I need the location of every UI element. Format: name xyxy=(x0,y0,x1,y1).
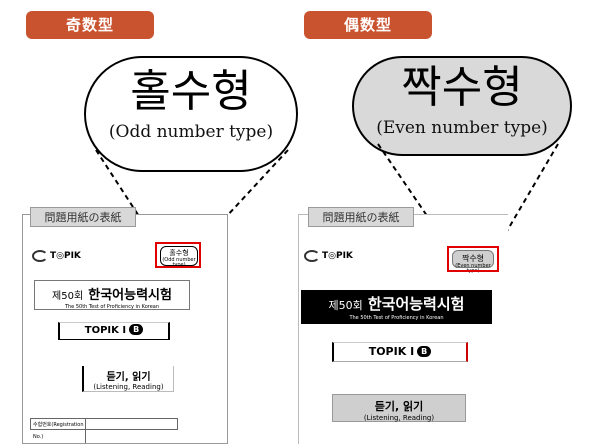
odd-stamp-sublabel: (Odd number type) xyxy=(162,257,196,268)
even-type-label-english: (Even number type) xyxy=(376,118,548,138)
test-name-english: The 50th Test of Proficiency in Korean xyxy=(64,304,160,310)
even-stamp-highlight xyxy=(447,246,499,272)
test-name-english: The 50th Test of Proficiency in Korean xyxy=(349,315,444,321)
topik-logo-text: T◎PIK xyxy=(322,251,353,261)
subject-english: (Listening, Reading) xyxy=(363,414,435,422)
subject-korean: 듣기, 읽기 xyxy=(106,372,151,383)
level-badge: B xyxy=(417,346,432,357)
even-subject-box: 듣기, 읽기 (Listening, Reading) xyxy=(332,394,466,422)
odd-type-label-english: (Odd number type) xyxy=(108,122,274,142)
even-stamp-label: 짝수형 xyxy=(461,254,485,263)
odd-section-label: 問題用紙の表紙 xyxy=(30,207,136,227)
odd-type-tag: 奇数型 xyxy=(26,11,154,39)
even-section-label: 問題用紙の表紙 xyxy=(308,207,414,227)
even-test-title: 제50회 한국어능력시험 The 50th Test of Proficienc… xyxy=(301,290,492,324)
odd-stamp-label: 홀수형 xyxy=(169,249,189,257)
test-name: 한국어능력시험 xyxy=(88,288,172,303)
test-round: 제50회 xyxy=(52,291,84,302)
subject-korean: 듣기, 읽기 xyxy=(374,400,424,413)
level-label: TOPIK Ⅰ xyxy=(368,345,415,358)
odd-topik-logo: T◎PIK xyxy=(32,250,81,262)
even-type-tag: 偶数型 xyxy=(304,11,432,39)
odd-type-stamp: 홀수형 (Odd number type) xyxy=(160,246,198,268)
test-round: 제50회 xyxy=(328,299,363,312)
odd-subject-box: 듣기, 읽기 (Listening, Reading) xyxy=(82,366,174,392)
even-type-callout: 짝수형 (Even number type) xyxy=(352,56,572,156)
odd-stamp-highlight xyxy=(155,242,201,268)
topik-logo-icon xyxy=(304,250,320,262)
registration-number-row: 수험번호(Registration No.) xyxy=(30,418,178,443)
even-type-label-large: 짝수형 xyxy=(401,62,523,113)
odd-type-callout: 홀수형 (Odd number type) xyxy=(84,56,298,172)
even-topik-logo: T◎PIK xyxy=(304,250,353,262)
odd-type-label-large: 홀수형 xyxy=(130,66,252,117)
test-name: 한국어능력시험 xyxy=(367,295,465,313)
registration-label: 수험번호(Registration No.) xyxy=(31,419,86,443)
level-badge: B xyxy=(129,324,144,335)
level-label: TOPIK Ⅰ xyxy=(84,325,127,336)
even-type-stamp: 짝수형 (Even number type) xyxy=(452,250,494,274)
topik-logo-icon xyxy=(32,250,48,262)
subject-english: (Listening, Reading) xyxy=(93,383,164,391)
odd-test-title: 제50회 한국어능력시험 The 50th Test of Proficienc… xyxy=(34,280,190,310)
topik-logo-text: T◎PIK xyxy=(50,251,81,261)
